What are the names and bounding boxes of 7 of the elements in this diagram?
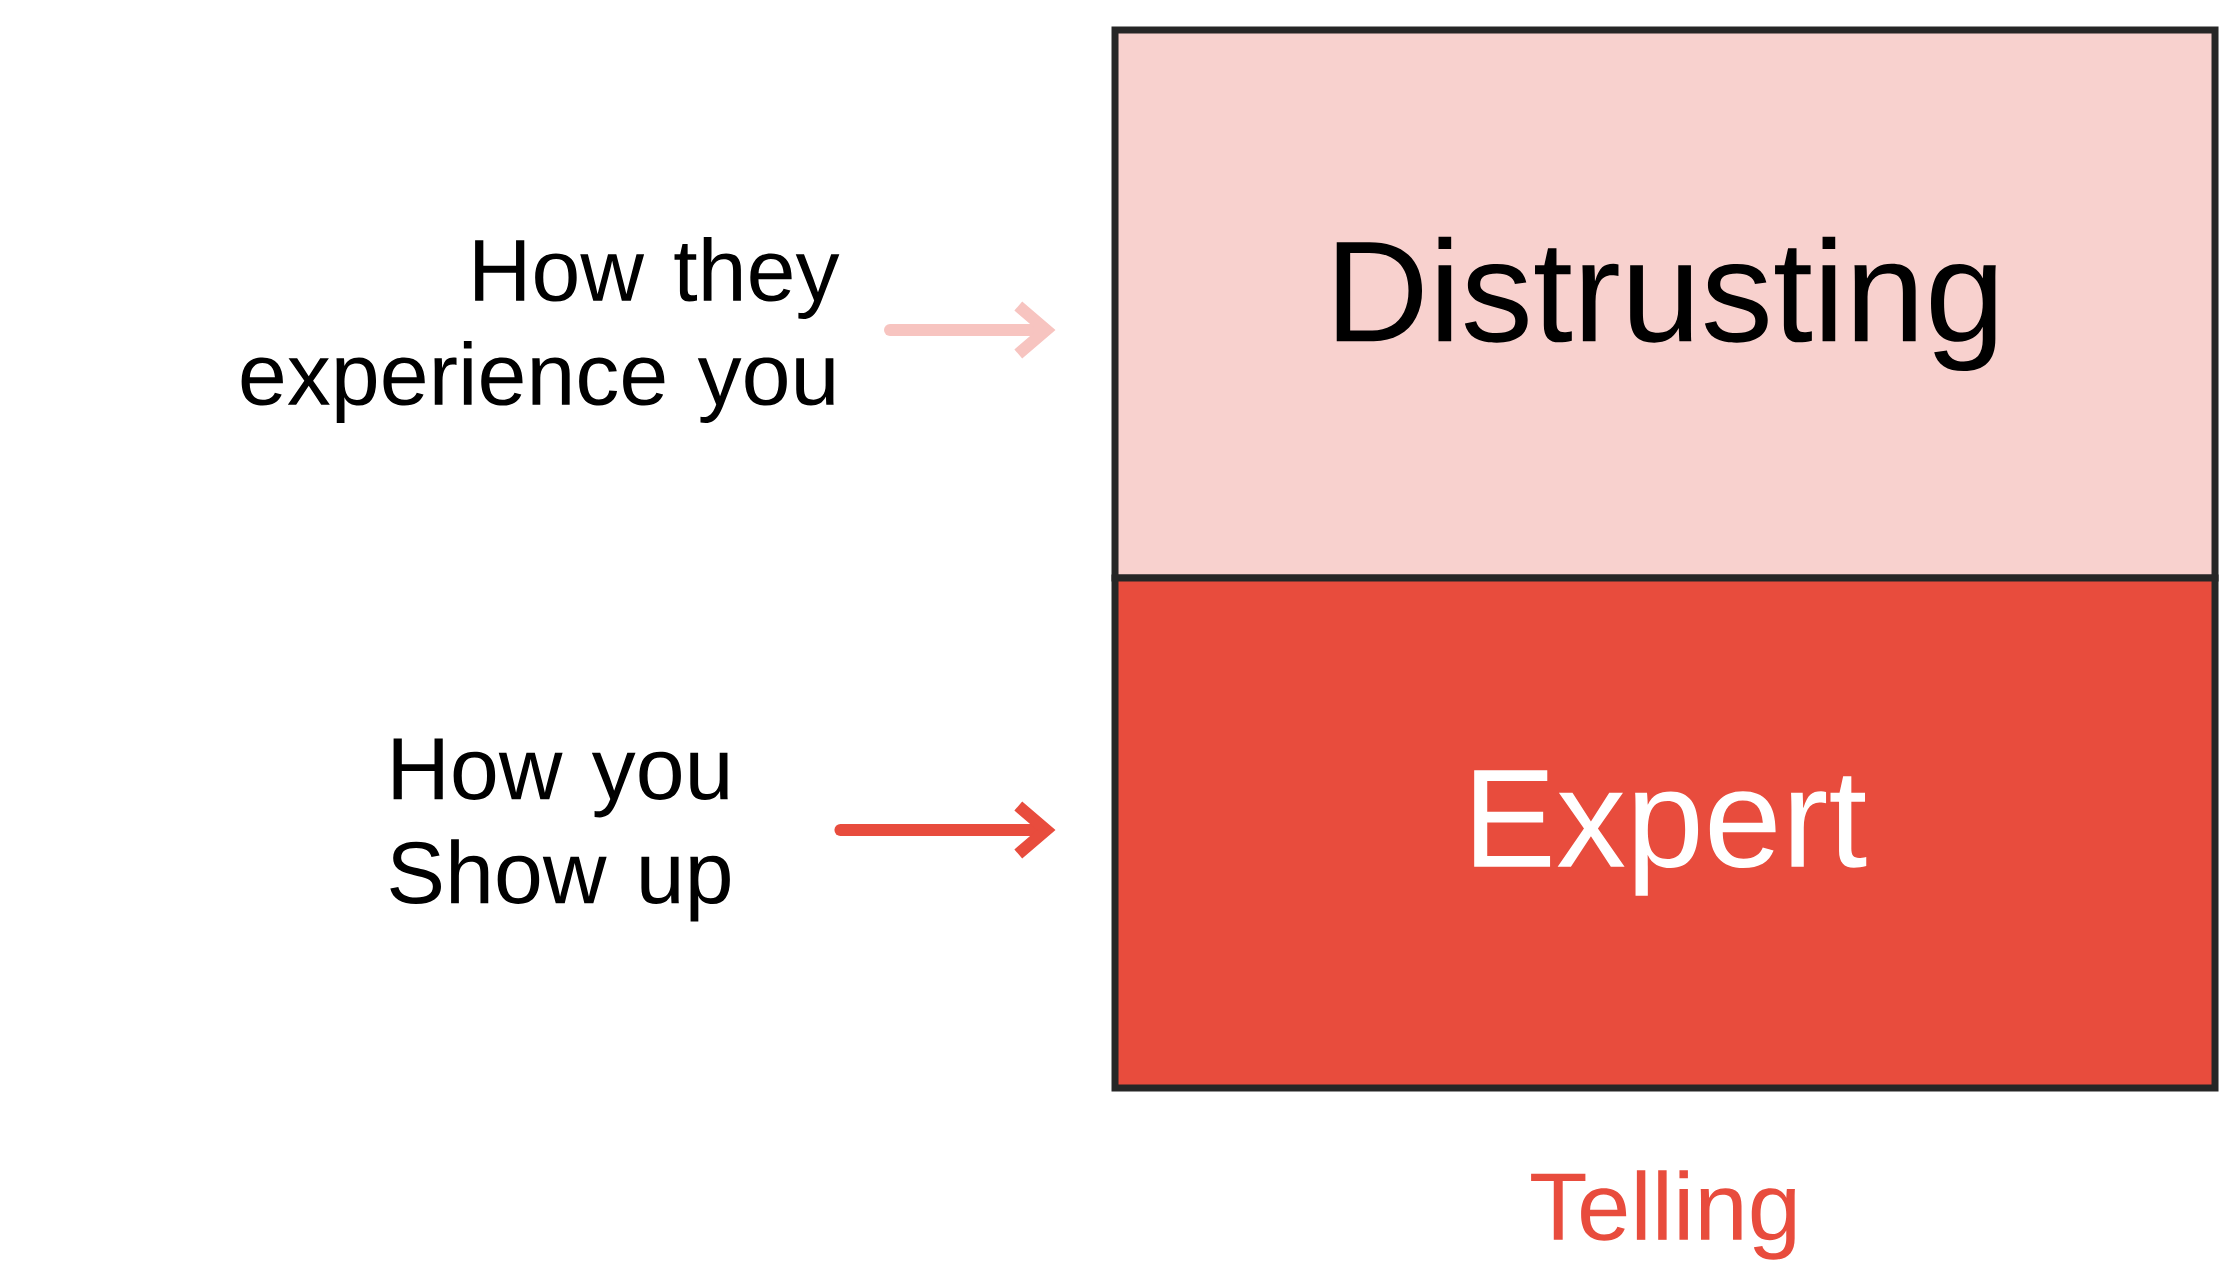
arrow [884,301,1056,359]
top-box: Distrusting [1111,26,2219,582]
caption-text: Telling [1531,1170,1795,1260]
arrow [834,801,1056,859]
question-text: How you Show up [390,738,730,922]
bottom-box: Expert [1111,574,2219,1092]
question-text: How they experience you [241,237,840,423]
